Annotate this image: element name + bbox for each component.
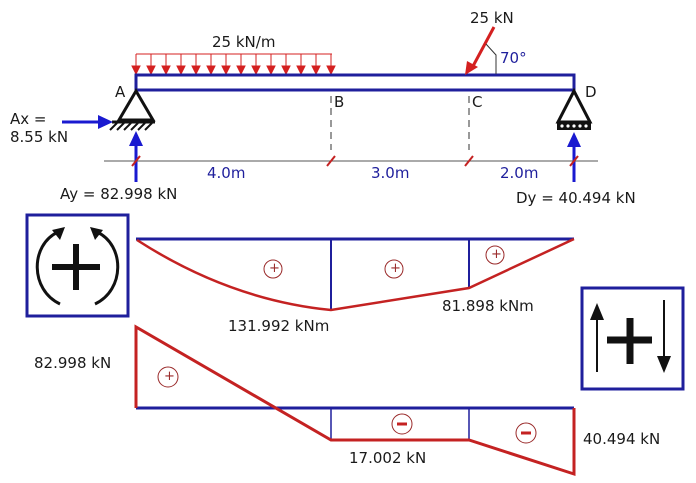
reaction-ay-arrow — [129, 131, 143, 182]
moment-max-label: 131.992 kNm — [228, 317, 330, 335]
span-label-cd: 2.0m — [500, 164, 539, 182]
shear-right-label: 40.494 kN — [583, 430, 661, 448]
moment-sign-cd: + — [491, 247, 502, 262]
point-label-a: A — [115, 83, 126, 101]
point-label-d: D — [585, 83, 597, 101]
bending-moment-diagram — [136, 237, 575, 312]
span-label-ab: 4.0m — [207, 164, 246, 182]
reaction-dy-label: Dy = 40.494 kN — [516, 189, 636, 207]
reaction-ax-label-line2: 8.55 kN — [10, 128, 69, 146]
moment-sign-bc: + — [390, 261, 401, 276]
shear-mid-label: 17.002 kN — [349, 449, 427, 467]
beam — [134, 73, 576, 92]
shear-sign-positive: + — [164, 369, 175, 384]
moment-sign-ab: + — [269, 261, 280, 276]
pin-support-icon — [109, 88, 156, 131]
point-load-arrow — [465, 26, 497, 75]
point-load-angle-label: 70° — [500, 49, 527, 67]
distributed-load-label: 25 kN/m — [212, 33, 276, 51]
reaction-ax-arrow — [62, 115, 113, 129]
roller-support-icon — [555, 87, 593, 130]
distributed-load-arrows — [131, 53, 336, 76]
reaction-ay-label: Ay = 82.998 kN — [60, 185, 178, 203]
shear-force-diagram — [134, 324, 576, 477]
point-load-label: 25 kN — [470, 9, 514, 27]
moment-convention-icon — [25, 213, 130, 318]
point-label-b: B — [334, 93, 345, 111]
span-label-bc: 3.0m — [371, 164, 410, 182]
shear-left-label: 82.998 kN — [34, 354, 112, 372]
point-label-c: C — [472, 93, 483, 111]
reaction-dy-arrow — [567, 132, 581, 182]
moment-c-label: 81.898 kNm — [442, 297, 534, 315]
reaction-ax-label-line1: Ax = — [10, 110, 47, 128]
dimension-line — [104, 155, 598, 167]
shear-convention-icon — [580, 286, 685, 391]
